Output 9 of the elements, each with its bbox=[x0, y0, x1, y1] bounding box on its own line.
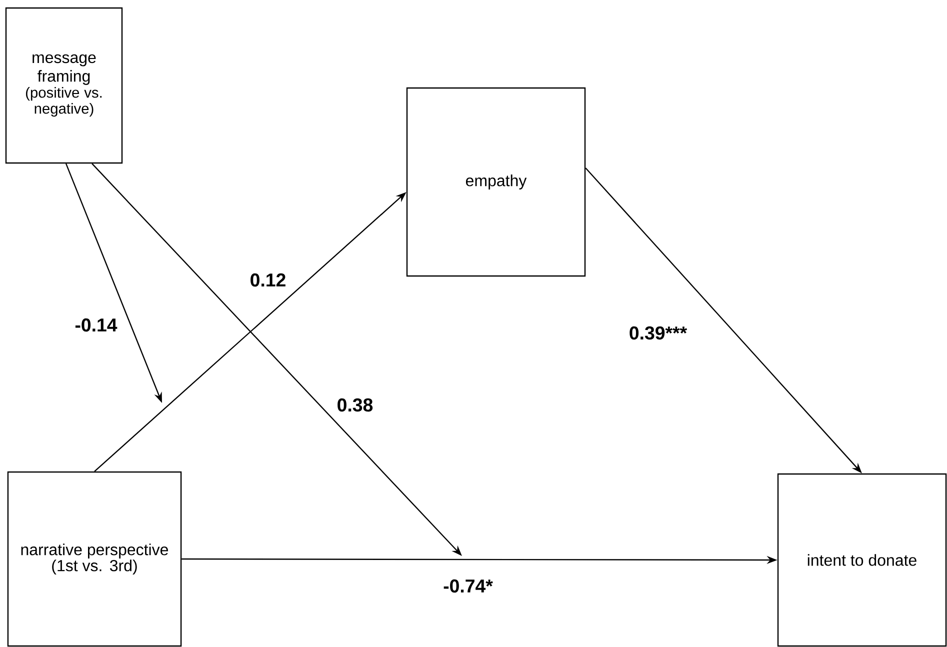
edge-label: 0.38 bbox=[334, 396, 376, 414]
edge-label: 0.39*** bbox=[626, 324, 690, 342]
variable-box: intent to donate bbox=[777, 473, 947, 647]
variable-box: message framing (positive vs. negative) bbox=[5, 7, 123, 164]
edge-label: -0.14 bbox=[72, 316, 120, 334]
edge-label: 0.12 bbox=[248, 271, 288, 289]
variable-box: narrative perspective (1st vs. 3rd) bbox=[7, 471, 182, 647]
edge-label: -0.74* bbox=[441, 577, 495, 595]
variable-box: empathy bbox=[406, 87, 586, 277]
